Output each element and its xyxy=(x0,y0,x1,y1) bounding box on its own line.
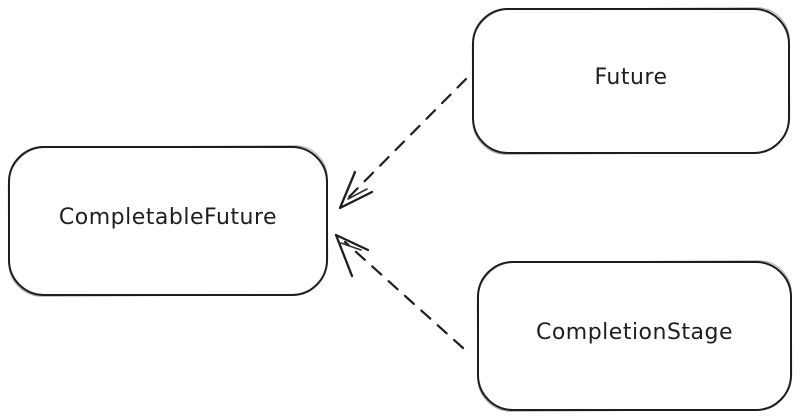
node-label: CompletionStage xyxy=(535,319,734,345)
arrowhead-sketch-stroke xyxy=(347,188,368,200)
node-completion-stage: CompletionStage xyxy=(476,260,793,412)
node-completable-future: CompletableFuture xyxy=(7,145,329,297)
edge-dashed-line xyxy=(343,240,465,350)
open-arrowhead-icon xyxy=(334,233,370,278)
node-label: Future xyxy=(594,64,668,90)
edge-dashed-line xyxy=(344,77,468,202)
node-label: CompletableFuture xyxy=(58,204,278,230)
open-arrowhead-icon xyxy=(338,170,374,210)
arrowhead-sketch-stroke xyxy=(340,242,362,251)
node-future: Future xyxy=(471,7,791,155)
edge-future-to-completable-future xyxy=(338,77,468,210)
edge-completion-stage-to-completable-future xyxy=(334,233,465,350)
